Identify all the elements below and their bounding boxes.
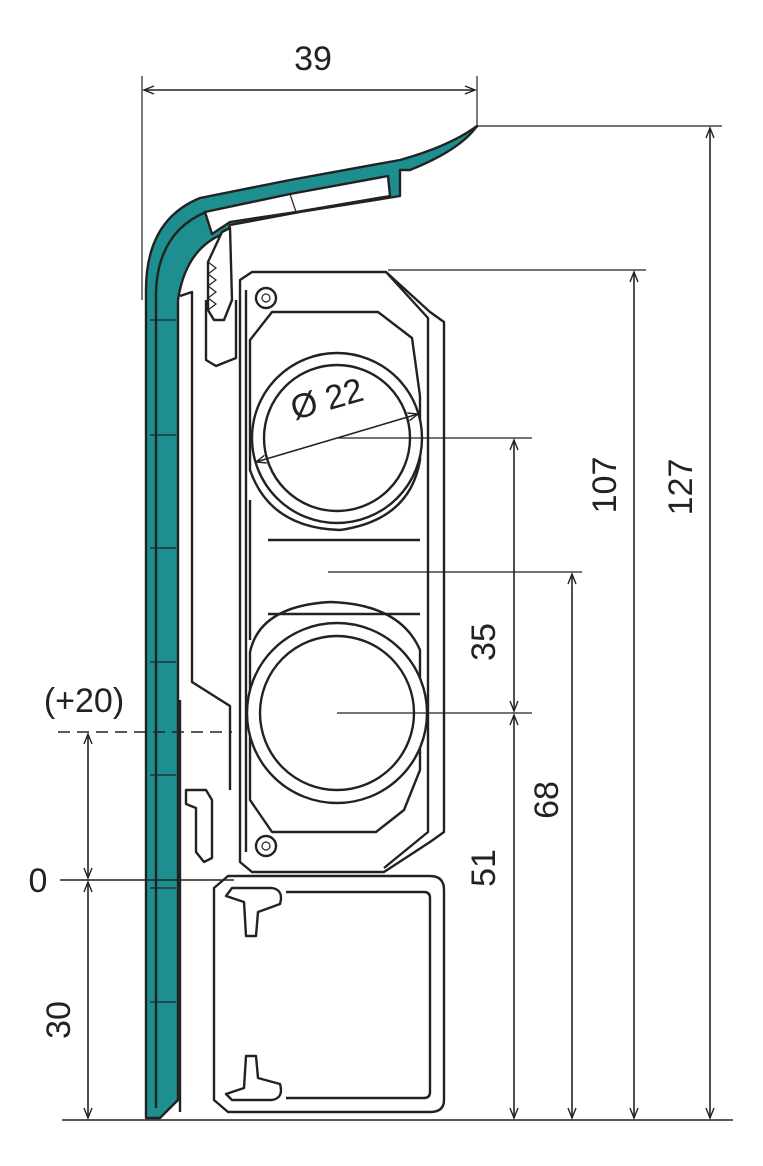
dim-plus-20: (+20)	[44, 682, 124, 720]
dim-spacing-35: 35	[465, 623, 503, 661]
skirting-outer-shell	[144, 124, 479, 1120]
serration-icon	[207, 261, 217, 311]
shell-inner-line	[154, 210, 207, 1108]
dim-height-127: 127	[662, 459, 700, 516]
dim-height-51: 51	[465, 849, 503, 887]
dim-height-107: 107	[586, 457, 624, 514]
upper-tube-holder	[248, 310, 422, 532]
inner-hook	[206, 226, 234, 322]
lower-clip	[184, 788, 214, 864]
cable-duct	[212, 874, 446, 1114]
shell-ribs	[150, 319, 176, 1003]
dimension-lines	[58, 76, 733, 1121]
skirting-profile	[144, 124, 479, 1120]
top-chamber	[203, 174, 392, 236]
cable-channel-upper	[238, 270, 446, 874]
tube-divider	[248, 500, 420, 640]
duct-latch-bottom	[224, 1054, 283, 1102]
dim-zero: 0	[29, 862, 48, 900]
dim-height-30: 30	[40, 1001, 78, 1039]
mounting-plate	[178, 290, 238, 1112]
dimension-labels: 39 Ø 22 107 127 35 68 51 30 0 (+20)	[29, 40, 700, 1039]
dim-width-39: 39	[294, 40, 332, 78]
dim-height-68: 68	[528, 781, 566, 819]
channel-body	[238, 270, 446, 874]
duct-latch-top	[224, 886, 283, 938]
